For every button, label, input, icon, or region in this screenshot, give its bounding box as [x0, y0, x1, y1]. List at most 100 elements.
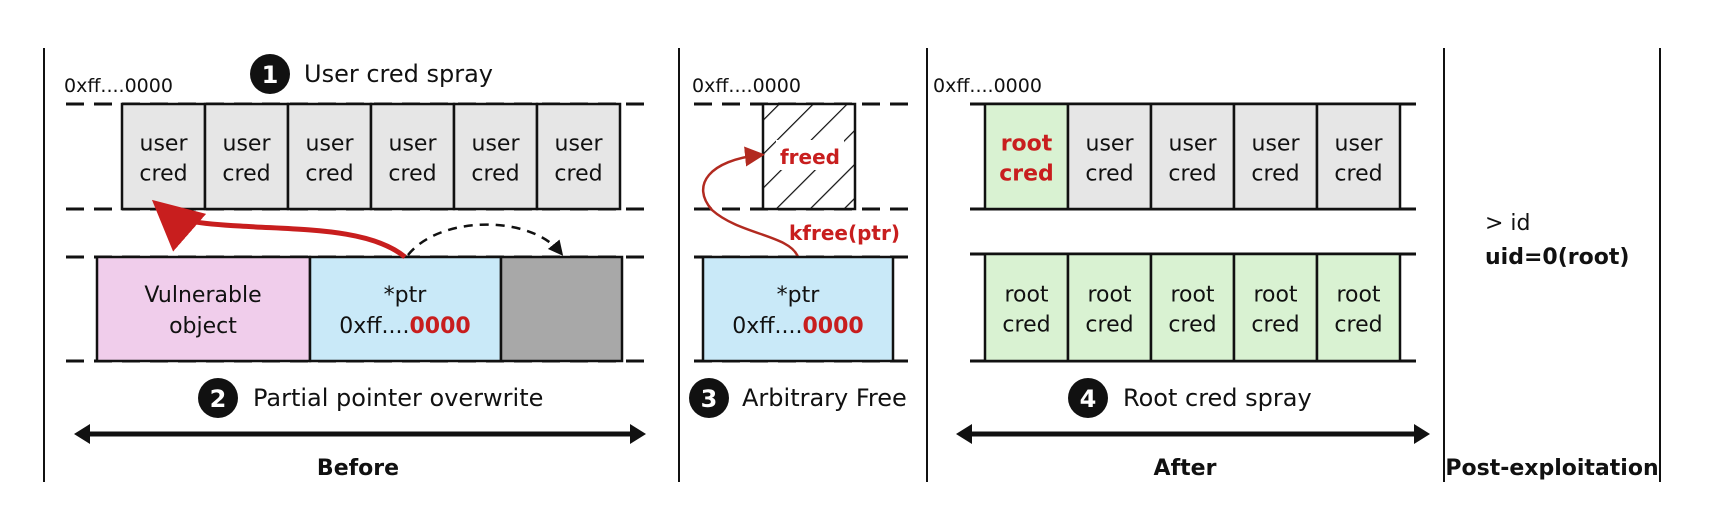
- cred-label-line2: cred: [305, 162, 353, 187]
- root-cred-cell: root cred: [1315, 252, 1402, 363]
- step-number: 3: [701, 385, 718, 413]
- user-cred-cell: user cred: [535, 102, 622, 211]
- freed-slot: freed: [761, 102, 857, 211]
- user-cred-cell: user cred: [1066, 102, 1153, 211]
- cred-slot: [203, 102, 290, 211]
- cred-label-line1: user: [555, 132, 604, 157]
- cred-label-line1: root: [1004, 283, 1048, 308]
- vulnerable-label-line2: object: [169, 314, 237, 339]
- step-number-badge: [250, 54, 290, 94]
- step-label: Arbitrary Free: [742, 384, 907, 412]
- step-label: Root cred spray: [1123, 384, 1312, 412]
- pointer-address: 0xff....0000: [339, 314, 470, 339]
- before-section: 0xff....0000 1 User cred spray user cred u…: [64, 54, 646, 481]
- phase-label-post: Post-exploitation: [1445, 456, 1658, 481]
- address-label: 0xff....0000: [64, 75, 173, 97]
- pointer-label: *ptr: [777, 283, 821, 308]
- cred-slot: [1232, 102, 1319, 211]
- phase-label-after: After: [1154, 456, 1217, 481]
- phase-label-before: Before: [317, 456, 399, 481]
- cred-label-line1: root: [1087, 283, 1131, 308]
- pointer-block: *ptr 0xff....0000: [308, 255, 503, 363]
- step-number: 2: [210, 385, 227, 413]
- cred-slot: [1149, 252, 1236, 363]
- step-number: 1: [262, 61, 279, 89]
- original-pointer-arrow: [407, 223, 564, 256]
- vulnerable-object-block: Vulnerable object: [95, 255, 312, 363]
- user-cred-cell: user cred: [452, 102, 539, 211]
- cred-label-line1: user: [1086, 132, 1135, 157]
- step-number: 4: [1080, 385, 1097, 413]
- step-label: Partial pointer overwrite: [253, 384, 543, 412]
- cred-label-line2: cred: [1334, 162, 1382, 187]
- cred-label-line2: cred: [1251, 162, 1299, 187]
- cred-label-line2: cred: [1085, 162, 1133, 187]
- cred-label-line2: cred: [471, 162, 519, 187]
- cred-slot: [1149, 102, 1236, 211]
- arrowhead-left-icon: [74, 424, 90, 444]
- cred-slot: [1315, 252, 1402, 363]
- cred-slot: [120, 102, 207, 211]
- arbitrary-free-section: 0xff....0000 freed kfree(ptr) *ptr 0xff.…: [689, 75, 914, 418]
- cred-label-line1: user: [1335, 132, 1384, 157]
- vulnerable-object: [95, 255, 312, 363]
- after-section: 0xff....0000 rootcredusercredusercreduse…: [933, 75, 1430, 481]
- cred-label-line1: root: [1170, 283, 1214, 308]
- post-exploitation-section: > id uid=0(root) Post-exploitation: [1445, 211, 1658, 481]
- pointer-object: [308, 255, 503, 363]
- pointer-address-prefix: 0xff....: [339, 314, 409, 339]
- overwrite-redirect-arrow: [151, 199, 407, 259]
- kfree-arrow: [701, 146, 800, 258]
- pointer-address-overwritten: 0000: [802, 314, 863, 339]
- step-4-heading: 4 Root cred spray: [1068, 378, 1312, 418]
- cred-label-line1: user: [389, 132, 438, 157]
- cred-label-line1: user: [223, 132, 272, 157]
- arrowhead-right-icon: [630, 424, 646, 444]
- kfree-label: kfree(ptr): [789, 221, 900, 245]
- cred-label-line1: user: [140, 132, 189, 157]
- cred-slot: [983, 252, 1070, 363]
- step-3-heading: 3 Arbitrary Free: [689, 378, 907, 418]
- shell-command: > id: [1485, 211, 1531, 236]
- cred-label-line1: user: [306, 132, 355, 157]
- pointer-address-prefix: 0xff....: [732, 314, 802, 339]
- cred-label-line2: cred: [1251, 313, 1299, 338]
- cred-slot: [535, 102, 622, 211]
- cred-label-line1: user: [472, 132, 521, 157]
- cred-label-line2: cred: [222, 162, 270, 187]
- cred-slot: [452, 102, 539, 211]
- cred-label-line2: cred: [1334, 313, 1382, 338]
- cred-label-line2: cred: [1168, 313, 1216, 338]
- arrowhead-left-icon: [956, 424, 972, 444]
- root-cred-cell: root cred: [1149, 252, 1236, 363]
- user-cred-cell: user cred: [1232, 102, 1319, 211]
- cred-label-line1: root: [1001, 132, 1053, 157]
- step-label: User cred spray: [304, 60, 493, 88]
- address-label: 0xff....0000: [692, 75, 801, 97]
- arrowhead-right-icon: [1414, 424, 1430, 444]
- freed-label: freed: [780, 145, 840, 169]
- user-cred-cell: user cred: [1315, 102, 1402, 211]
- freed-label-bg: [776, 140, 844, 170]
- step-number-badge: [198, 378, 238, 418]
- cred-slot: [286, 102, 373, 211]
- cred-label-line1: root: [1336, 283, 1380, 308]
- cred-slot: [1066, 252, 1153, 363]
- address-label: 0xff....0000: [933, 75, 1042, 97]
- cred-label-line2: cred: [1168, 162, 1216, 187]
- pointer-object: [701, 255, 895, 363]
- vulnerable-label-line1: Vulnerable: [144, 283, 261, 308]
- user-cred-cell: user cred: [203, 102, 290, 211]
- pointer-label: *ptr: [384, 283, 428, 308]
- cred-slot: [1315, 102, 1402, 211]
- section-dividers: [43, 48, 1661, 482]
- pointer-block: *ptr 0xff....0000: [701, 255, 895, 363]
- cred-label-line1: user: [1252, 132, 1301, 157]
- cred-label-line2: cred: [554, 162, 602, 187]
